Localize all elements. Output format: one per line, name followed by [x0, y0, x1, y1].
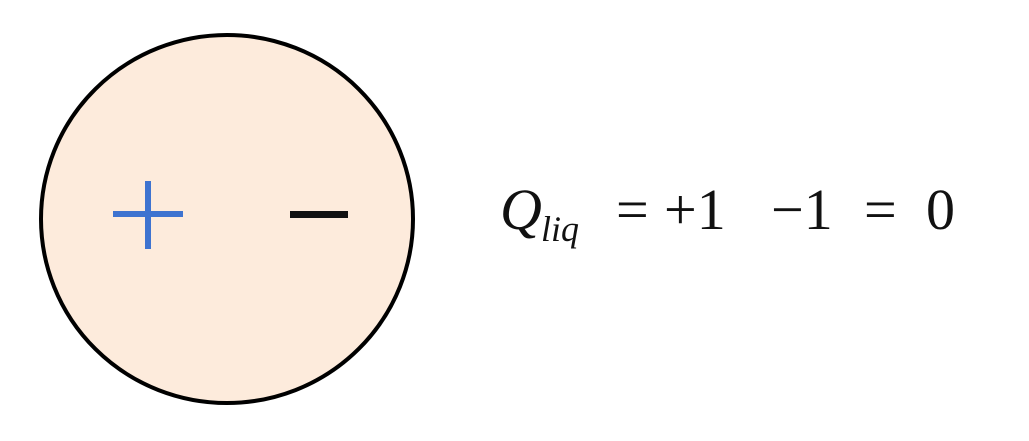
negative-charge-bar [290, 211, 348, 218]
equation-subscript: liq [541, 209, 579, 249]
positive-charge: + [113, 181, 183, 249]
equation-equals-1: = [616, 177, 649, 242]
equation-result: 0 [926, 177, 955, 242]
charge-equation: Q liq = +1 −1 = 0 [500, 177, 955, 249]
negative-charge: − [290, 211, 348, 218]
positive-charge-vertical [145, 181, 151, 249]
equation-equals-2: = [864, 177, 897, 242]
equation-term-1: +1 [664, 177, 726, 242]
equation-term-2: −1 [771, 177, 833, 242]
equation-symbol: Q [500, 177, 542, 242]
sphere [39, 33, 415, 405]
